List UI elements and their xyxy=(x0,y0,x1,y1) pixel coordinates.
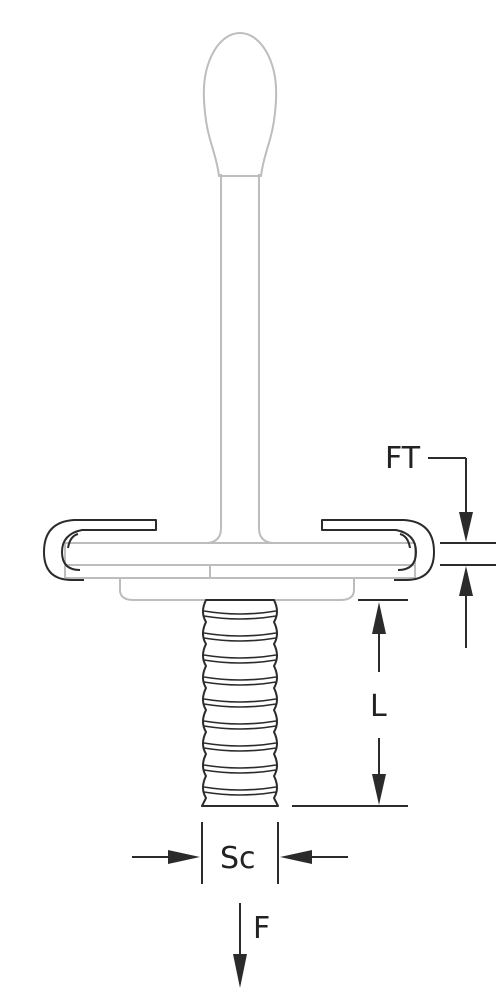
shank-outline xyxy=(201,599,279,807)
ft-arrow-up xyxy=(459,566,473,596)
ft-label: FT xyxy=(385,441,421,476)
sc-dimension xyxy=(132,822,348,884)
left-clip xyxy=(43,519,156,581)
f-arrow-down xyxy=(233,954,247,988)
f-force-arrow xyxy=(233,903,247,988)
fastener-part xyxy=(64,32,416,601)
sc-arrow-right xyxy=(168,850,200,864)
key-head xyxy=(202,32,278,177)
f-label: F xyxy=(253,911,270,946)
bottom-collar xyxy=(119,578,355,601)
sc-arrow-left xyxy=(280,850,312,864)
ft-arrow-down xyxy=(459,512,473,542)
sc-label: Sc xyxy=(220,841,256,876)
right-clip xyxy=(322,519,435,581)
dimension-annotations xyxy=(132,457,496,988)
stem xyxy=(206,174,274,544)
clip-assembly xyxy=(43,519,435,581)
thread-lines xyxy=(203,610,277,796)
l-dimension xyxy=(292,599,408,807)
threaded-shank xyxy=(201,599,279,807)
l-arrow-down xyxy=(372,774,386,805)
ft-dimension xyxy=(428,457,496,648)
l-arrow-up xyxy=(372,602,386,634)
l-label: L xyxy=(370,689,387,724)
